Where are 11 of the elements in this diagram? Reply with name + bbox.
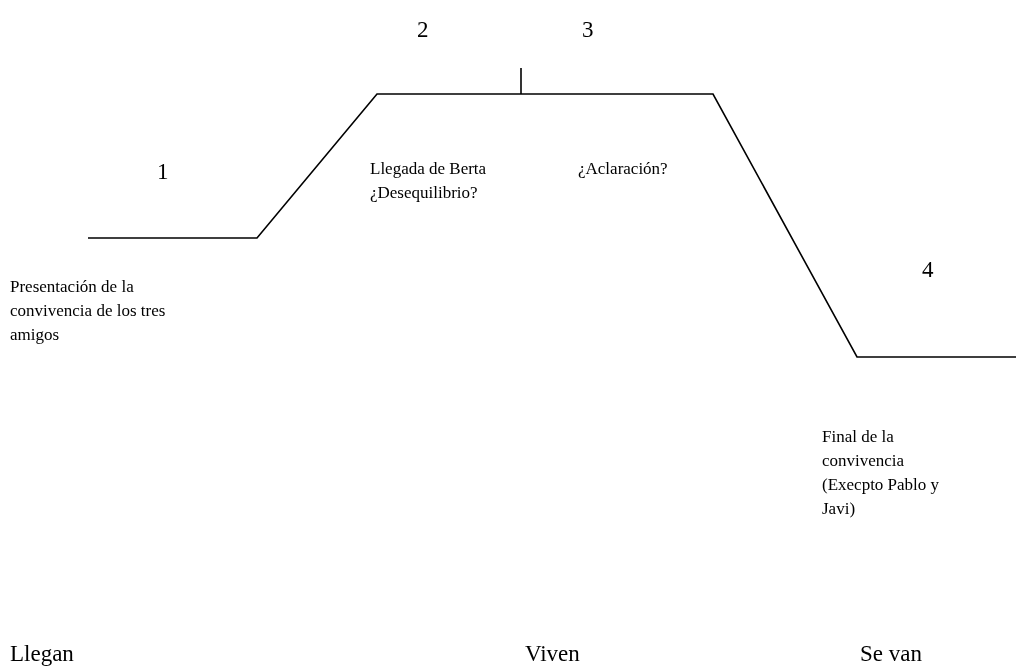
phase-label: Se van bbox=[860, 640, 923, 668]
stage-note: ¿Aclaración? bbox=[578, 158, 669, 180]
stage-note: Final de la convivencia (Execpto Pablo y Javi) bbox=[822, 426, 941, 520]
stage-number: 2 bbox=[417, 16, 430, 44]
stage-note: Llegada de Berta ¿Desequilibrio? bbox=[370, 158, 488, 204]
phase-label: Llegan bbox=[10, 640, 75, 668]
stage-number: 4 bbox=[922, 256, 935, 284]
stage-number: 1 bbox=[157, 158, 170, 186]
stage-number: 3 bbox=[582, 16, 595, 44]
phase-label: Viven bbox=[525, 640, 581, 668]
stage-note: Presentación de la convivencia de los tres amigos bbox=[10, 276, 167, 346]
